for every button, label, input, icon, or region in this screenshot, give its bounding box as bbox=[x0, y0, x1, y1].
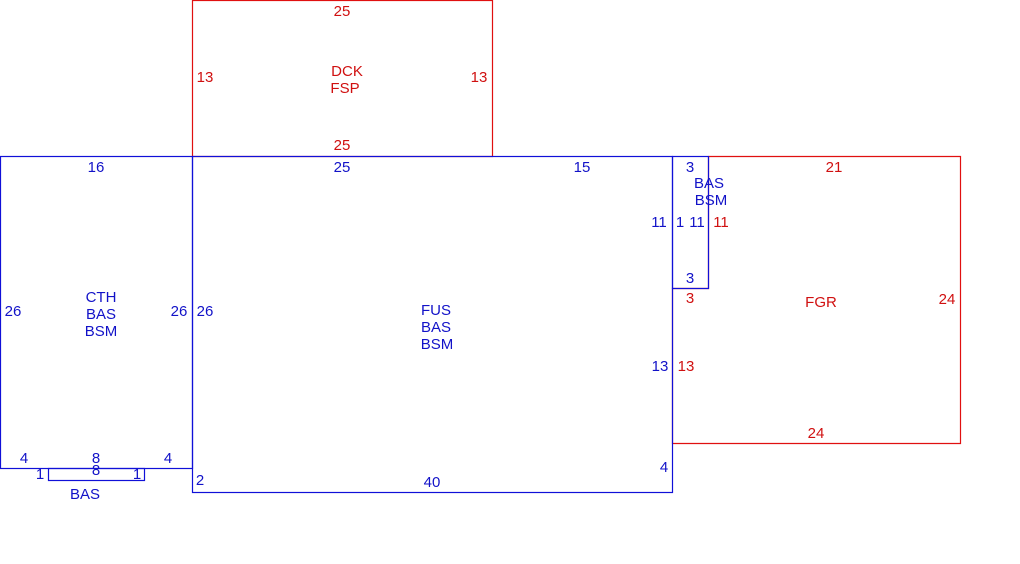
bas-small-dim-right: 11 bbox=[689, 214, 705, 231]
fgr-dim-step: 3 bbox=[686, 290, 694, 307]
bas-small-area: 3 1 11 3 BAS BSM bbox=[671, 155, 728, 290]
fus-dim-right-lower: 13 bbox=[652, 358, 669, 375]
dck-area: 25 13 13 25 DCK FSP bbox=[191, 0, 494, 158]
fus-dim-bottom: 40 bbox=[424, 474, 441, 491]
cth-dim-top: 16 bbox=[88, 159, 105, 176]
bas-strip-dim-top: 8 bbox=[92, 462, 100, 479]
fus-dim-right-upper: 11 bbox=[651, 214, 667, 231]
cth-code: CTH bbox=[86, 289, 117, 306]
fus-area: 25 15 26 11 13 4 40 2 FUS BAS BSM bbox=[191, 155, 674, 494]
bas-small-outline bbox=[671, 155, 710, 290]
bas-small-code: BAS bbox=[694, 175, 724, 192]
dck-dim-bottom: 25 bbox=[334, 137, 351, 154]
bas-strip-dim-right: 1 bbox=[133, 466, 141, 483]
dck-dim-top: 25 bbox=[334, 3, 351, 20]
fgr-dim-top: 21 bbox=[826, 159, 843, 176]
bas-strip-outline bbox=[47, 467, 146, 482]
fgr-dim-left-top: 11 bbox=[713, 214, 729, 231]
dck-dim-right: 13 bbox=[471, 69, 488, 86]
fsp-code: FSP bbox=[330, 80, 359, 97]
fgr-code: FGR bbox=[805, 294, 837, 311]
bas-small-dim-left: 1 bbox=[676, 214, 684, 231]
cth-bsm-code: BSM bbox=[85, 323, 118, 340]
fgr-dim-right: 24 bbox=[939, 291, 956, 308]
fus-dim-left-step: 2 bbox=[196, 472, 204, 489]
cth-dim-bottom-right: 4 bbox=[164, 450, 172, 467]
fus-code: FUS bbox=[421, 302, 451, 319]
fus-dim-top-left: 25 bbox=[334, 159, 351, 176]
fus-dim-top-right: 15 bbox=[574, 159, 591, 176]
fus-dim-left: 26 bbox=[197, 303, 214, 320]
cth-bas-code: BAS bbox=[86, 306, 116, 323]
bas-strip-area: 1 8 1 BAS bbox=[36, 462, 146, 503]
fus-dim-right-step: 4 bbox=[660, 459, 668, 476]
fus-bas-code: BAS bbox=[421, 319, 451, 336]
cth-dim-left: 26 bbox=[5, 303, 22, 320]
bas-small-bsm-code: BSM bbox=[695, 192, 728, 209]
dck-dim-left: 13 bbox=[197, 69, 214, 86]
fgr-dim-bottom: 24 bbox=[808, 425, 825, 442]
bas-small-dim-top: 3 bbox=[686, 159, 694, 176]
bas-strip-code: BAS bbox=[70, 486, 100, 503]
cth-dim-right: 26 bbox=[171, 303, 188, 320]
cth-area: 16 26 26 4 8 4 CTH BAS BSM bbox=[0, 155, 194, 470]
cth-dim-bottom-mid: 8 bbox=[92, 450, 100, 467]
bas-small-dim-bottom: 3 bbox=[686, 270, 694, 287]
bas-strip-dim-left: 1 bbox=[36, 466, 44, 483]
fus-bsm-code: BSM bbox=[421, 336, 454, 353]
cth-dim-bottom-left: 4 bbox=[20, 450, 28, 467]
fus-outline bbox=[191, 155, 674, 494]
dck-code: DCK bbox=[331, 63, 363, 80]
fgr-dim-left: 13 bbox=[678, 358, 695, 375]
